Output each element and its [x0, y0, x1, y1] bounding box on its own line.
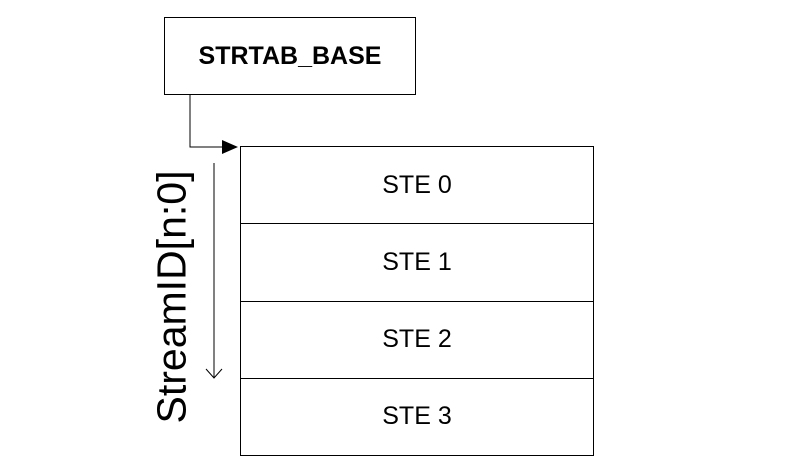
index-direction-arrowhead [205, 368, 223, 379]
base-pointer-arrowhead [222, 140, 238, 154]
stream-table-entry: STE 2 [241, 302, 593, 379]
streamid-index-label: StreamID[n:0] [148, 170, 195, 424]
stream-table-entry: STE 0 [241, 147, 593, 225]
base-pointer-line [189, 95, 222, 148]
stream-table: STE 0 STE 1 STE 2 STE 3 [240, 146, 594, 456]
stream-table-entry: STE 3 [382, 402, 452, 431]
strtab-base-label: STRTAB_BASE [198, 41, 382, 70]
stream-table-entry: STE 1 [241, 224, 593, 302]
strtab-base-box: STRTAB_BASE [164, 17, 416, 95]
